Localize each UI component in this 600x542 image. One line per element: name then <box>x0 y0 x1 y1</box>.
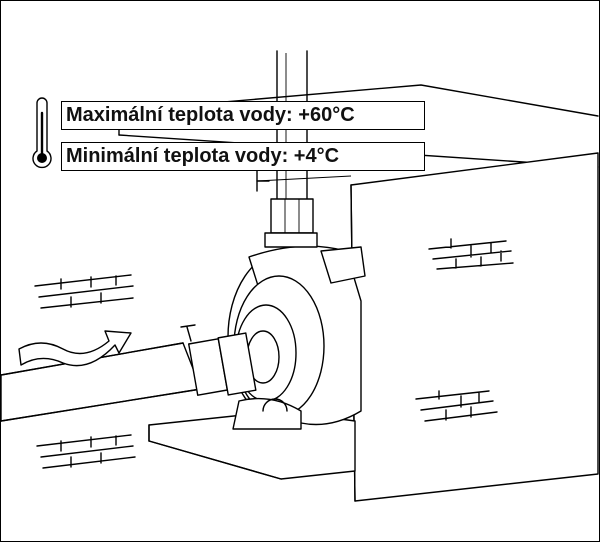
brick-marks-right <box>415 238 514 422</box>
water-flow-arrow-icon <box>18 330 132 367</box>
brick-marks-left <box>34 274 136 469</box>
max-temperature-label: Maximální teplota vody: +60°C <box>61 101 425 130</box>
thermometer-icon <box>32 97 52 169</box>
pump-body <box>227 245 366 430</box>
inlet-fitting <box>180 324 257 396</box>
min-temperature-label: Minimální teplota vody: +4°C <box>61 142 425 171</box>
outlet-fitting <box>264 198 318 248</box>
front-panel <box>350 152 599 502</box>
